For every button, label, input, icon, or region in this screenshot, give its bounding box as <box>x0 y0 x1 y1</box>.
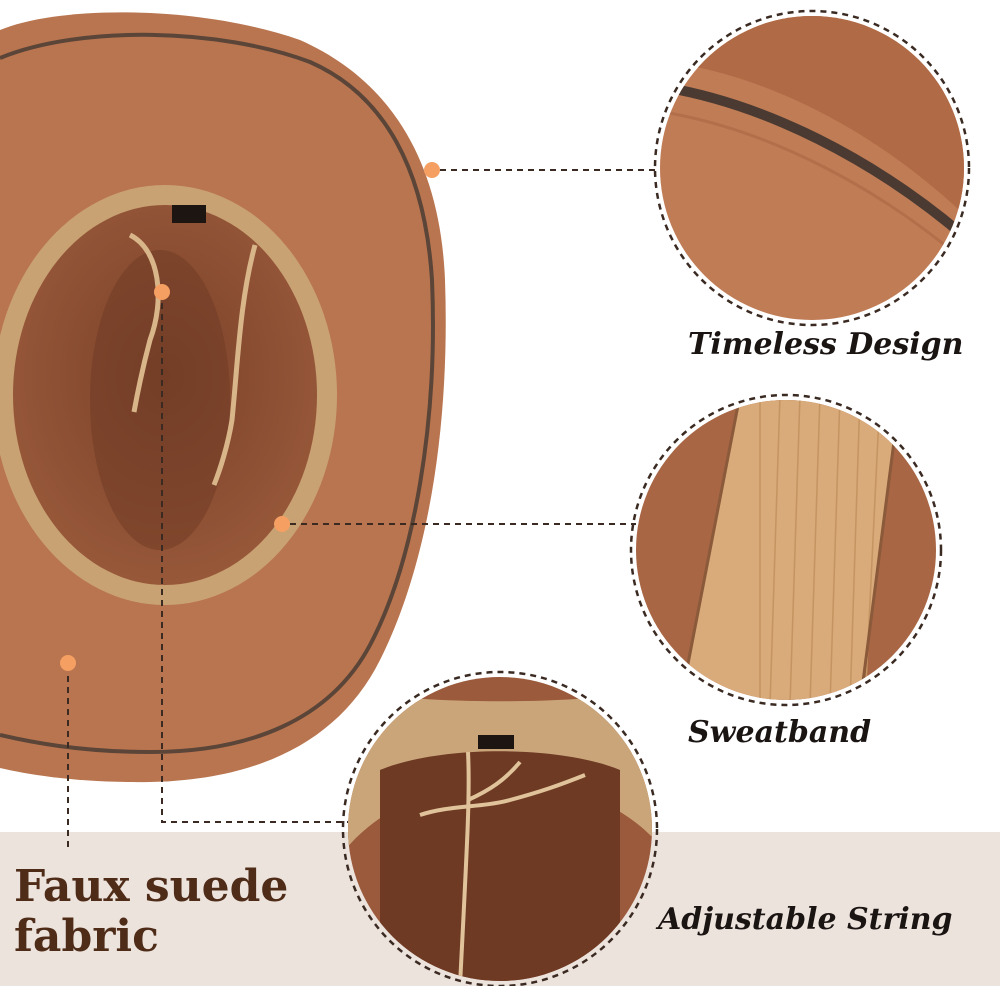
faux-suede-line-1: Faux suede <box>14 861 289 912</box>
detail-timeless-design <box>653 9 971 327</box>
inner-label-tag <box>172 205 206 223</box>
chin-string-right <box>211 244 258 486</box>
brim-stitching <box>0 32 435 755</box>
detail-adjustable-string <box>341 670 659 986</box>
sweatband-caption: Sweatband <box>688 715 872 750</box>
chin-string-left <box>128 232 161 413</box>
marker-dot-suede <box>60 655 76 671</box>
marker-dot-sweatband <box>274 516 290 532</box>
hat-underside <box>0 12 446 783</box>
crown-inner-shadow <box>90 250 230 550</box>
faux-suede-caption: Faux suede fabric <box>14 862 288 962</box>
marker-dot-brim-edge <box>424 162 440 178</box>
detail-sweatband <box>629 393 943 707</box>
marker-dot-string <box>154 284 170 300</box>
timeless-design-caption: Timeless Design <box>688 327 964 362</box>
callout-connectors <box>67 169 660 848</box>
faux-suede-line-2: fabric <box>14 911 159 962</box>
adjustable-string-caption: Adjustable String <box>658 902 953 937</box>
